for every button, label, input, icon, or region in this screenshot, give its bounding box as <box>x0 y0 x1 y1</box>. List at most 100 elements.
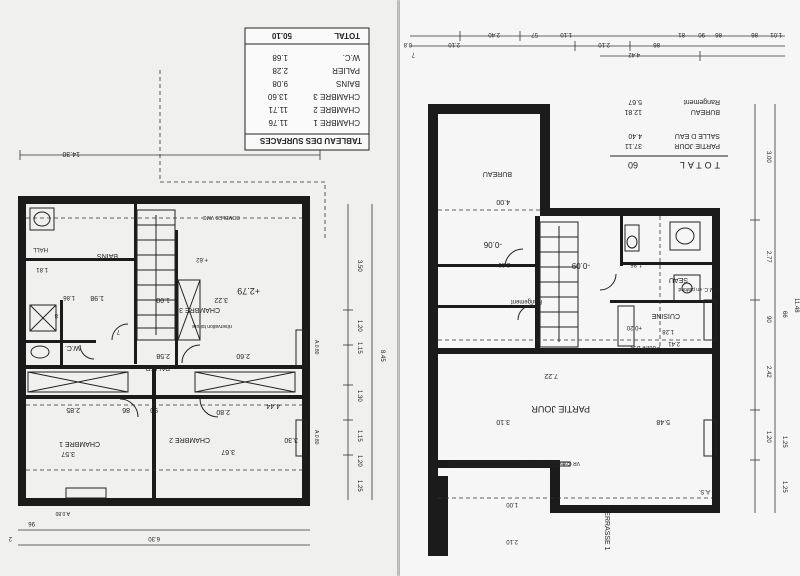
dim-label: 57 <box>531 31 538 37</box>
window-label: A.0.80 <box>313 340 319 355</box>
dim-label: 1.15 <box>356 342 362 354</box>
room-chambre1-label: CHAMBRE 1 <box>59 440 100 447</box>
staircase <box>539 221 579 348</box>
room-cuisine-label: CUISINE <box>651 312 680 319</box>
dim-label: 86 <box>751 31 758 37</box>
section-lines <box>438 209 712 499</box>
dim-label: 1.15 <box>356 430 362 442</box>
fixtures <box>449 221 717 467</box>
dim-1430: 14.30 <box>62 150 80 157</box>
surface-row-value: 13.60 <box>267 92 288 101</box>
dim-label: 2.77 <box>765 251 771 263</box>
surface-row-label: CHAMBRE 2 <box>313 105 360 114</box>
surface-row-label: PALIER <box>332 66 360 75</box>
surface-label: BUREAU <box>691 108 720 115</box>
surface-value: 4.40 <box>628 132 642 139</box>
dim-label: 3.57 <box>61 450 75 457</box>
as-note: A.S. <box>698 488 710 494</box>
dim-label: 1.86 <box>630 261 642 267</box>
staircase <box>136 209 176 341</box>
partitions <box>438 216 712 354</box>
dim-label: 66 <box>781 311 787 318</box>
dim-label: 8 <box>54 312 58 318</box>
dim-label: 1.20 <box>356 320 362 332</box>
dim-label: 1.30 <box>356 390 362 402</box>
right-dimension-chain <box>343 204 373 500</box>
dim-label: 4.00 <box>496 198 510 205</box>
dim-label: 1.86 <box>63 294 75 300</box>
dim-label: 86 <box>122 406 130 413</box>
combles-note: COMBLES VMC <box>203 214 240 220</box>
dim-label: 1.00 <box>506 501 518 507</box>
dim-label: 1.25 <box>356 480 362 492</box>
reservation-note: réservation toiture <box>192 323 232 329</box>
dim-label: 2.80 <box>216 408 230 415</box>
dim-label: 86 <box>715 31 722 37</box>
surface-row-value: 1.68 <box>272 53 288 62</box>
dim-label: 2 <box>8 535 12 541</box>
door-swings <box>504 248 617 321</box>
room-chambre2-label: CHAMBRE 2 <box>169 436 210 443</box>
level-note: +0.20 <box>626 324 642 330</box>
surface-label: Rangement <box>684 98 720 105</box>
dim-label: 4.44 <box>266 402 280 409</box>
level-note: -0.09 <box>571 261 590 270</box>
dim-label: 2.10 <box>506 538 518 544</box>
dim-label: 7 <box>116 328 120 334</box>
vr-note: VR Coffre Tunnel Monobloc <box>518 460 580 466</box>
dim-label: 81 <box>678 31 685 37</box>
dim-label: 2.58 <box>156 352 170 359</box>
dim-label: 90 <box>698 31 705 37</box>
surface-value: 5.67 <box>628 98 642 105</box>
surface-total-label: TOTAL <box>334 31 360 40</box>
dim-label: 5.48 <box>656 418 670 425</box>
dim-label: 1.10 <box>560 31 572 37</box>
surface-row-value: 9.08 <box>272 79 288 88</box>
dim-label: 3.67 <box>221 448 235 455</box>
window-label: A.0.80 <box>313 430 319 445</box>
dim-label: 3.10 <box>496 418 510 425</box>
fixtures <box>29 207 307 499</box>
right-dims-text: 3.50 <box>356 260 362 272</box>
dim-label: 0.8 <box>403 41 412 47</box>
dim-label: 4.42 <box>628 51 640 57</box>
total-value: 60 <box>628 160 638 170</box>
dim-label: 11.48 <box>793 298 799 313</box>
room-palier-label: PALIER <box>146 364 170 371</box>
surface-row-label: CHAMBRE 1 <box>313 118 360 127</box>
vmc-note: V.M.C. en plafond <box>678 286 718 292</box>
dim-label: 3.50 <box>356 260 362 272</box>
right-dimension-chain <box>750 104 776 513</box>
dim-label: 1.01 <box>770 31 782 37</box>
room-bains-label: BAINS <box>97 252 118 259</box>
window-label: A.0.80 <box>55 510 70 516</box>
dim-label: 3.30 <box>284 436 298 443</box>
dim-label: 1.25 <box>781 436 787 448</box>
dim-label: 1.25 <box>781 481 787 493</box>
surface-row-label: BAINS <box>336 79 360 88</box>
dim-label: 1.98 <box>90 294 104 301</box>
surface-value: 12.81 <box>624 108 642 115</box>
top-dimension-chains <box>410 31 785 61</box>
terrasse-label-group: TERRASSE 1 <box>603 507 610 551</box>
upper-floor-plan: 14.30 TABLEAU DES SURFACES CHAMBRE 1 11.… <box>8 27 385 546</box>
left-plan-sheet: 14.30 TABLEAU DES SURFACES CHAMBRE 1 11.… <box>0 0 397 576</box>
dim-label: 1.00 <box>156 296 170 303</box>
dim-label: 1.20 <box>765 431 771 443</box>
bottom-dimensions <box>18 529 310 546</box>
room-wc-label: W.C. <box>65 344 80 351</box>
surface-row-label: CHAMBRE 3 <box>313 92 360 101</box>
room-seau-label: SEAU <box>669 276 688 283</box>
dim-label: 2.85 <box>66 406 80 413</box>
surface-value: 37.11 <box>625 142 642 149</box>
dim-label: 2.60 <box>236 352 250 359</box>
surface-table: TABLEAU DES SURFACES CHAMBRE 1 11.76 CHA… <box>244 27 370 151</box>
right-plan-sheet: 7 2.10 2.40 57 1.10 2.10 4.42 86 81 90 8… <box>400 0 800 576</box>
room-bureau-label: BUREAU <box>483 170 512 177</box>
total-label: TOTAL <box>677 160 720 170</box>
surface-label: PARTIE JOUR <box>674 142 720 149</box>
room-terrasse-label: TERRASSE 1 <box>603 507 610 551</box>
ground-floor-labels: BUREAU PARTIE JOUR CUISINE SEAU Rangemen… <box>483 170 718 544</box>
upper-floor-labels: BAINS HALL W.C. CHAMBRE 3 PALIER CHAMBRE… <box>8 214 298 541</box>
dim-label: 96 <box>28 520 35 526</box>
